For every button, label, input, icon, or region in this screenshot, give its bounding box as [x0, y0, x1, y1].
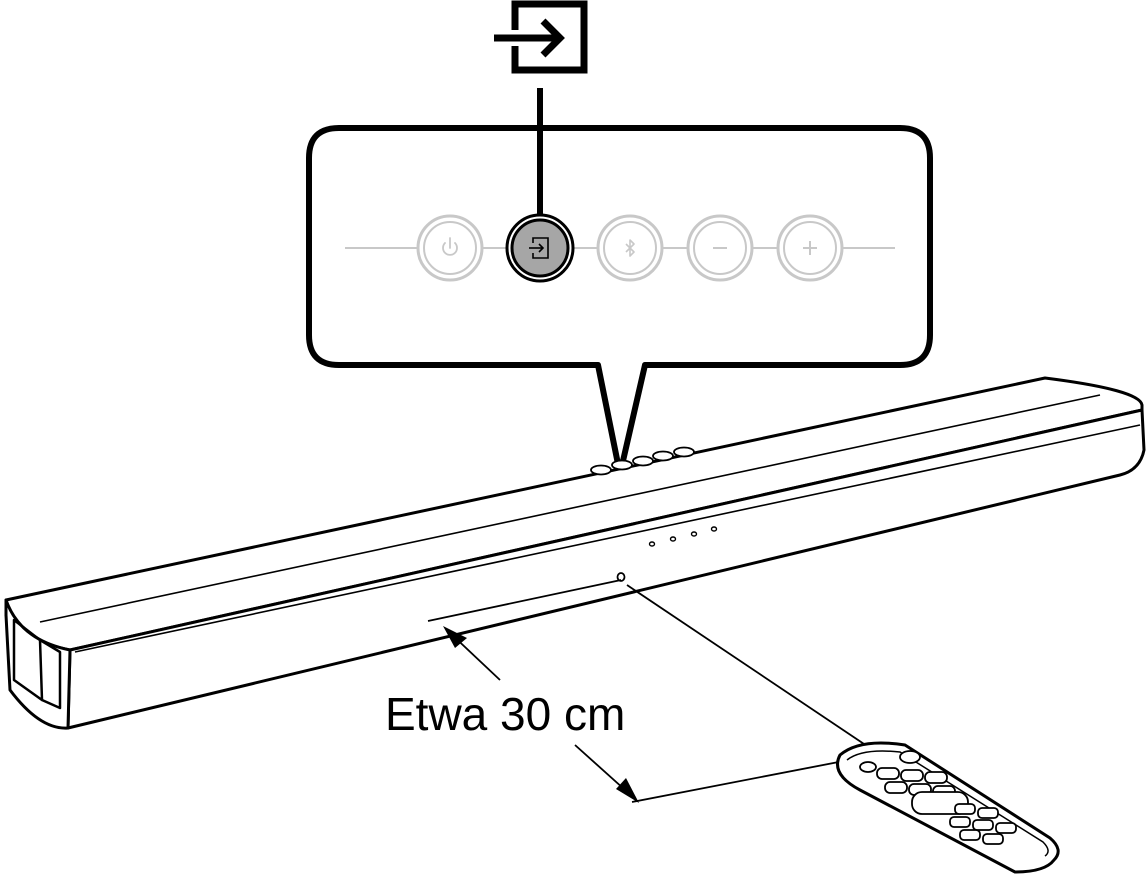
bluetooth-icon — [625, 239, 635, 257]
input-select-icon — [494, 0, 588, 74]
remote-buttons — [859, 750, 1017, 845]
power-button — [416, 214, 484, 282]
remote-control — [836, 741, 1060, 874]
input-select-icon — [529, 237, 549, 259]
volume-up-icon — [803, 241, 817, 255]
status-indicators — [648, 526, 718, 547]
power-icon — [442, 237, 458, 256]
remote-sensor — [616, 572, 626, 582]
control-panel-callout — [306, 125, 933, 477]
volume-up-button — [776, 214, 844, 282]
distance-arrowheads — [443, 626, 639, 803]
soundbar — [4, 376, 1146, 730]
volume-down-button — [686, 214, 754, 282]
input-select-button — [505, 213, 575, 283]
distance-label: Etwa 30 cm — [385, 688, 625, 740]
bluetooth-button — [596, 214, 664, 282]
soundbar-top-buttons — [590, 446, 695, 476]
